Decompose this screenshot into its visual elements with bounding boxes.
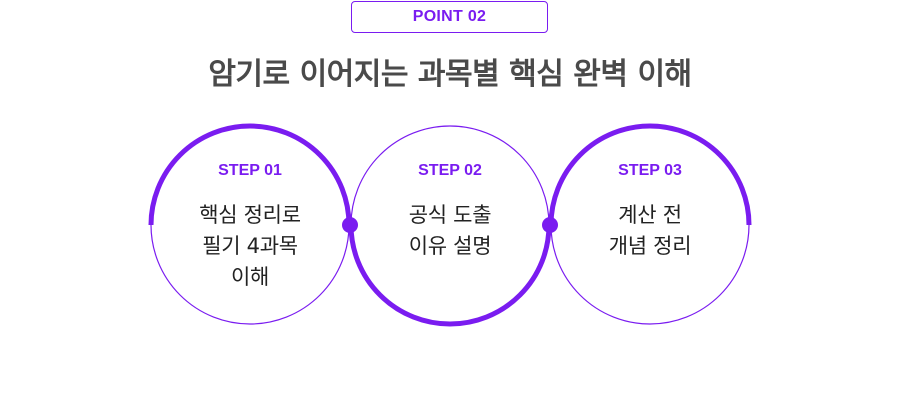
step-2: STEP 02 공식 도출 이유 설명 [350,160,550,262]
point-badge: POINT 02 [351,1,548,33]
step-2-label: STEP 02 [418,162,482,179]
step-2-text: 공식 도출 이유 설명 [408,203,492,258]
step-3: STEP 03 계산 전 개념 정리 [550,160,750,262]
step-1-label: STEP 01 [218,162,282,179]
junction-dot-2 [542,217,558,233]
step-1-ring-arc [148,123,352,226]
step-1-text: 핵심 정리로 필기 4과목 이해 [199,203,301,289]
headline: 암기로 이어지는 과목별 핵심 완벽 이해 [208,57,692,92]
step-2-ring-arc [348,224,552,327]
step-3-ring-arc [548,123,752,226]
step-1: STEP 01 핵심 정리로 필기 4과목 이해 [150,160,350,293]
step-3-label: STEP 03 [618,162,682,179]
junction-dot-1 [342,217,358,233]
step-3-text: 계산 전 개념 정리 [608,203,692,258]
